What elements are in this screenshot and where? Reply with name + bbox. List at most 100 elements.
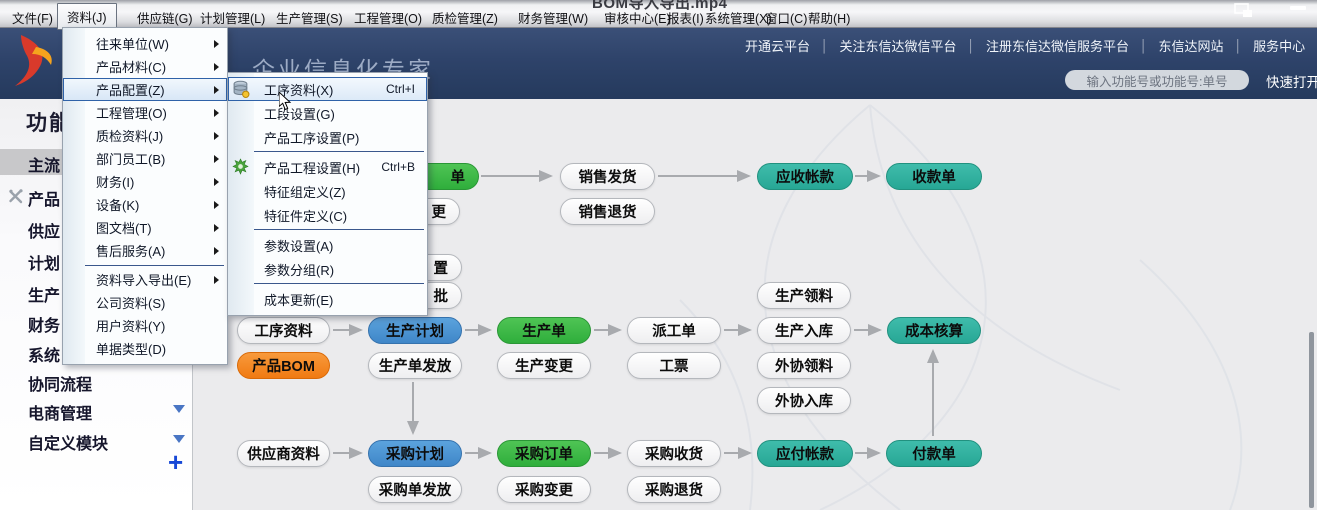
flow-node-20[interactable]: 外协领料 — [757, 352, 851, 379]
menubar-item-3[interactable]: 供应链(G) — [137, 12, 193, 26]
menu-item-13[interactable]: 公司资料(S) — [63, 291, 227, 314]
menu-item-8[interactable]: 设备(K) — [63, 193, 227, 216]
menu-item-14[interactable]: 用户资料(Y) — [63, 314, 227, 337]
flow-node-29[interactable]: 采购变更 — [497, 476, 591, 503]
quick-open-label[interactable]: 快速打开 — [1266, 75, 1317, 90]
submenu-item-1[interactable]: 工序资料(X)Ctrl+I — [228, 77, 427, 101]
submenu-item-12[interactable]: 成本更新(E) — [228, 287, 427, 311]
menubar-item-4[interactable]: 计划管理(L) — [200, 12, 266, 26]
submenu-arrow-icon — [214, 154, 219, 163]
minimize-icon[interactable] — [1290, 6, 1306, 10]
flow-node-17[interactable]: 生产单发放 — [368, 352, 462, 379]
menu-item-label: 工程管理(O) — [96, 106, 167, 121]
header-link-1[interactable]: 开通云平台 — [745, 39, 811, 54]
picture-in-picture-icon[interactable] — [1234, 3, 1256, 19]
menu-item-2[interactable]: 产品材料(C) — [63, 55, 227, 78]
flow-node-14[interactable]: 生产入库 — [757, 317, 851, 344]
submenu-item-6[interactable]: 特征组定义(Z) — [228, 179, 427, 203]
sidebar-item-10[interactable]: 自定义模块 — [28, 436, 109, 453]
menubar-item-12[interactable]: 窗口(C) — [765, 12, 808, 26]
flow-node-12[interactable]: 派工单 — [627, 317, 721, 344]
menubar-item-1[interactable]: 文件(F) — [12, 12, 53, 26]
menubar-item-10[interactable]: 报表(I) — [667, 12, 704, 26]
quick-open-input[interactable]: 输入功能号或功能号:单号 — [1065, 70, 1249, 90]
menu-item-7[interactable]: 财务(I) — [63, 170, 227, 193]
submenu-item-10[interactable]: 参数分组(R) — [228, 257, 427, 281]
menubar-item-11[interactable]: 系统管理(X) — [705, 12, 772, 26]
menu-item-4[interactable]: 工程管理(O) — [63, 101, 227, 124]
sidebar-item-7[interactable]: 系统 — [28, 348, 61, 365]
menubar-item-7[interactable]: 质检管理(Z) — [432, 12, 498, 26]
link-divider: │ — [1140, 38, 1148, 53]
flow-node-26[interactable]: 应付帐款 — [757, 440, 853, 467]
vertical-scrollbar[interactable] — [1309, 332, 1314, 508]
flow-node-19[interactable]: 工票 — [627, 352, 721, 379]
flow-node-25[interactable]: 采购收货 — [627, 440, 721, 467]
menu-item-6[interactable]: 部门员工(B) — [63, 147, 227, 170]
submenu-item-2[interactable]: 工段设置(G) — [228, 101, 427, 125]
flow-node-24[interactable]: 采购订单 — [497, 440, 591, 467]
menubar-item-2[interactable]: 资料(J) — [57, 3, 117, 30]
flow-node-30[interactable]: 采购退货 — [627, 476, 721, 503]
flow-node-6[interactable]: 销售退货 — [560, 198, 655, 225]
flow-node-28[interactable]: 采购单发放 — [368, 476, 462, 503]
menu-item-label: 财务(I) — [96, 175, 135, 190]
flow-node-2[interactable]: 销售发货 — [560, 163, 655, 190]
menu-item-label: 产品配置(Z) — [96, 83, 165, 98]
menu-item-3[interactable]: 产品配置(Z) — [63, 78, 227, 101]
menu-item-label: 资料导入导出(E) — [96, 273, 192, 288]
header-link-3[interactable]: 注册东信达微信服务平台 — [986, 39, 1130, 54]
expand-down-icon[interactable] — [173, 435, 185, 443]
flow-node-21[interactable]: 外协入库 — [757, 387, 851, 414]
sidebar-item-9[interactable]: 电商管理 — [28, 406, 93, 423]
flow-node-16[interactable]: 产品BOM — [237, 352, 330, 379]
flow-node-3[interactable]: 应收帐款 — [757, 163, 853, 190]
submenu-arrow-icon — [214, 39, 219, 48]
link-divider: │ — [821, 38, 829, 53]
header-link-2[interactable]: 关注东信达微信平台 — [839, 39, 957, 54]
submenu-item-label: 工段设置(G) — [264, 106, 335, 122]
menubar-item-8[interactable]: 财务管理(W) — [518, 12, 589, 26]
flow-node-23[interactable]: 采购计划 — [368, 440, 462, 467]
menu-item-15[interactable]: 单据类型(D) — [63, 337, 227, 360]
flow-node-11[interactable]: 生产单 — [497, 317, 591, 344]
menu-item-label: 往来单位(W) — [96, 37, 169, 52]
menu-item-label: 部门员工(B) — [96, 152, 166, 167]
submenu-item-7[interactable]: 特征件定义(C) — [228, 203, 427, 227]
menu-item-5[interactable]: 质检资料(J) — [63, 124, 227, 147]
flow-node-22[interactable]: 供应商资料 — [237, 440, 330, 467]
sidebar-item-5[interactable]: 生产 — [28, 288, 61, 305]
flow-node-27[interactable]: 付款单 — [886, 440, 982, 467]
flow-node-13[interactable]: 生产领料 — [757, 282, 851, 309]
submenu-arrow-icon — [214, 246, 219, 255]
submenu-item-3[interactable]: 产品工序设置(P) — [228, 125, 427, 149]
plus-icon[interactable]: + — [168, 447, 184, 477]
flow-node-15[interactable]: 成本核算 — [887, 317, 981, 344]
menubar-item-13[interactable]: 帮助(H) — [808, 12, 851, 26]
sidebar-item-2[interactable]: 产品 — [28, 192, 61, 209]
sidebar-item-6[interactable]: 财务 — [28, 318, 61, 335]
menu-item-12[interactable]: 资料导入导出(E) — [63, 268, 227, 291]
menubar-item-9[interactable]: 审核中心(E) — [604, 12, 671, 26]
expand-down-icon[interactable] — [173, 405, 185, 413]
flow-node-4[interactable]: 收款单 — [886, 163, 982, 190]
menubar-item-6[interactable]: 工程管理(O) — [354, 12, 423, 26]
sidebar-item-4[interactable]: 计划 — [28, 256, 61, 273]
menu-item-9[interactable]: 图文档(T) — [63, 216, 227, 239]
menu-item-10[interactable]: 售后服务(A) — [63, 239, 227, 262]
sidebar-item-1[interactable]: 主流 — [28, 158, 61, 175]
flow-node-9[interactable]: 工序资料 — [237, 317, 330, 344]
menu-item-1[interactable]: 往来单位(W) — [63, 32, 227, 55]
header-link-5[interactable]: 服务中心 — [1253, 39, 1306, 54]
header-link-4[interactable]: 东信达网站 — [1158, 39, 1224, 54]
sidebar-item-8[interactable]: 协同流程 — [28, 377, 93, 394]
menu-item-label: 售后服务(A) — [96, 244, 166, 259]
sidebar-item-3[interactable]: 供应 — [28, 224, 61, 241]
menubar-item-5[interactable]: 生产管理(S) — [276, 12, 343, 26]
submenu-arrow-icon — [214, 108, 219, 117]
flow-node-10[interactable]: 生产计划 — [368, 317, 462, 344]
submenu-item-5[interactable]: 产品工程设置(H)Ctrl+B — [228, 155, 427, 179]
flow-node-18[interactable]: 生产变更 — [497, 352, 591, 379]
submenu-item-9[interactable]: 参数设置(A) — [228, 233, 427, 257]
video-title-overlay: BOM导入导出.mp4 — [592, 0, 728, 12]
